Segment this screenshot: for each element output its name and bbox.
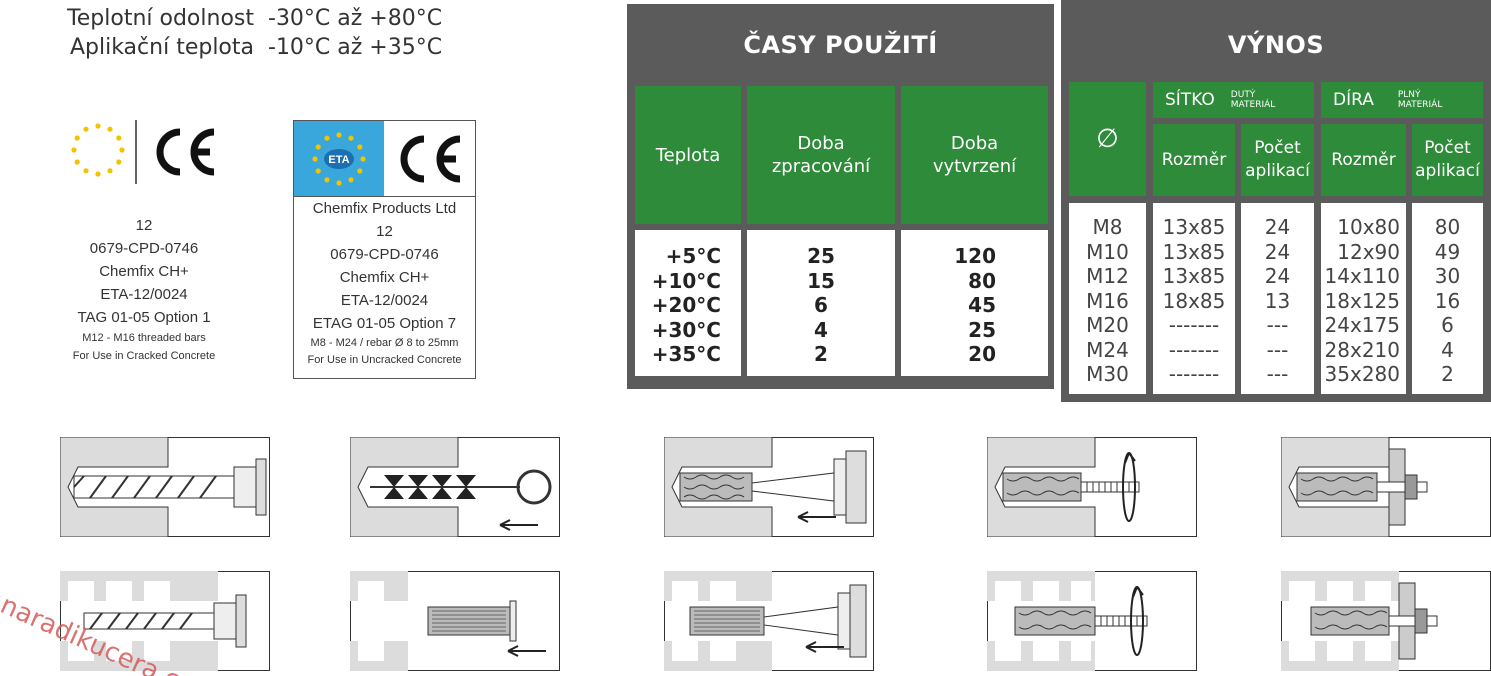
certificate-logos [56,118,232,190]
diameter-header: ∅ [1069,82,1146,196]
cert-note: For Use in Cracked Concrete [72,350,216,362]
sitko-size-header: Rozměr [1153,124,1235,196]
cert-note: M8 - M24 / rebar Ø 8 to 25mm [310,337,459,349]
eta-certificate-uncracked: ETA Chemfix Products Ltd 12 0679-CPD-074… [293,120,476,379]
resistance-value: -30°C až +80°C [268,6,443,31]
step-inject-resin-hollow [664,571,874,671]
cert-line: 12 [135,217,153,234]
cert-line: 0679-CPD-0746 [330,246,439,263]
step-inject-resin-solid [664,437,874,537]
header-curing-time: Doba vytvrzení [901,86,1048,224]
times-title: ČASY POUŽITÍ [743,31,938,59]
resistance-label: Teplotní odolnost [67,6,254,31]
step-drill-hole-hollow [60,571,270,671]
ce-mark-icon [384,121,475,196]
eu-stars-icon [71,120,215,184]
cert-line: ETAG 01-05 Option 7 [312,315,457,332]
dira-count-header: Počet aplikací [1412,124,1483,196]
application-value: -10°C až +35°C [268,35,443,60]
step-insert-rod-hollow [987,571,1197,671]
step-drill-hole-solid [60,437,270,537]
step-clean-hole-solid [350,437,560,537]
header-working-time: Doba zpracování [747,86,895,224]
header-temperature: Teplota [635,86,741,224]
cert-line: ETA-12/0024 [340,292,429,309]
cert-line: ETA-12/0024 [100,286,188,303]
yield-title: VÝNOS [1227,31,1325,59]
temperature-column: +5°C+10°C+20°C+30°C+35°C [635,230,741,376]
cert-line: TAG 01-05 Option 1 [77,309,211,326]
cert-line: Chemfix CH+ [99,263,189,280]
certificate-logos: ETA [294,121,475,197]
ce-mark-icon [156,128,215,176]
cert-note: For Use in Uncracked Concrete [307,354,462,366]
application-label: Aplikační teplota [69,35,254,60]
dira-size-header: Rozměr [1321,124,1406,196]
cert-line: Chemfix Products Ltd [312,200,457,217]
cert-note: M12 - M16 threaded bars [82,332,206,344]
cert-line: 0679-CPD-0746 [89,240,199,257]
cert-line: Chemfix CH+ [339,269,430,286]
ce-certificate-cracked: 12 0679-CPD-0746 Chemfix CH+ ETA-12/0024… [56,118,232,365]
times-panel: ČASY POUŽITÍ Teplota Doba zpracování Dob… [627,4,1054,389]
cert-line: 12 [376,223,393,240]
sitko-count-header: Počet aplikací [1241,124,1314,196]
eta-logo-icon: ETA [294,121,384,196]
step-insert-rod-solid [987,437,1197,537]
step-tighten-nut-hollow [1281,571,1491,671]
step-tighten-nut-solid [1281,437,1491,537]
temperature-info: Teplotní odolnost -30°C až +80°C Aplikač… [60,4,442,62]
step-insert-sieve-hollow [350,571,560,671]
svg-text:ETA: ETA [328,154,349,166]
